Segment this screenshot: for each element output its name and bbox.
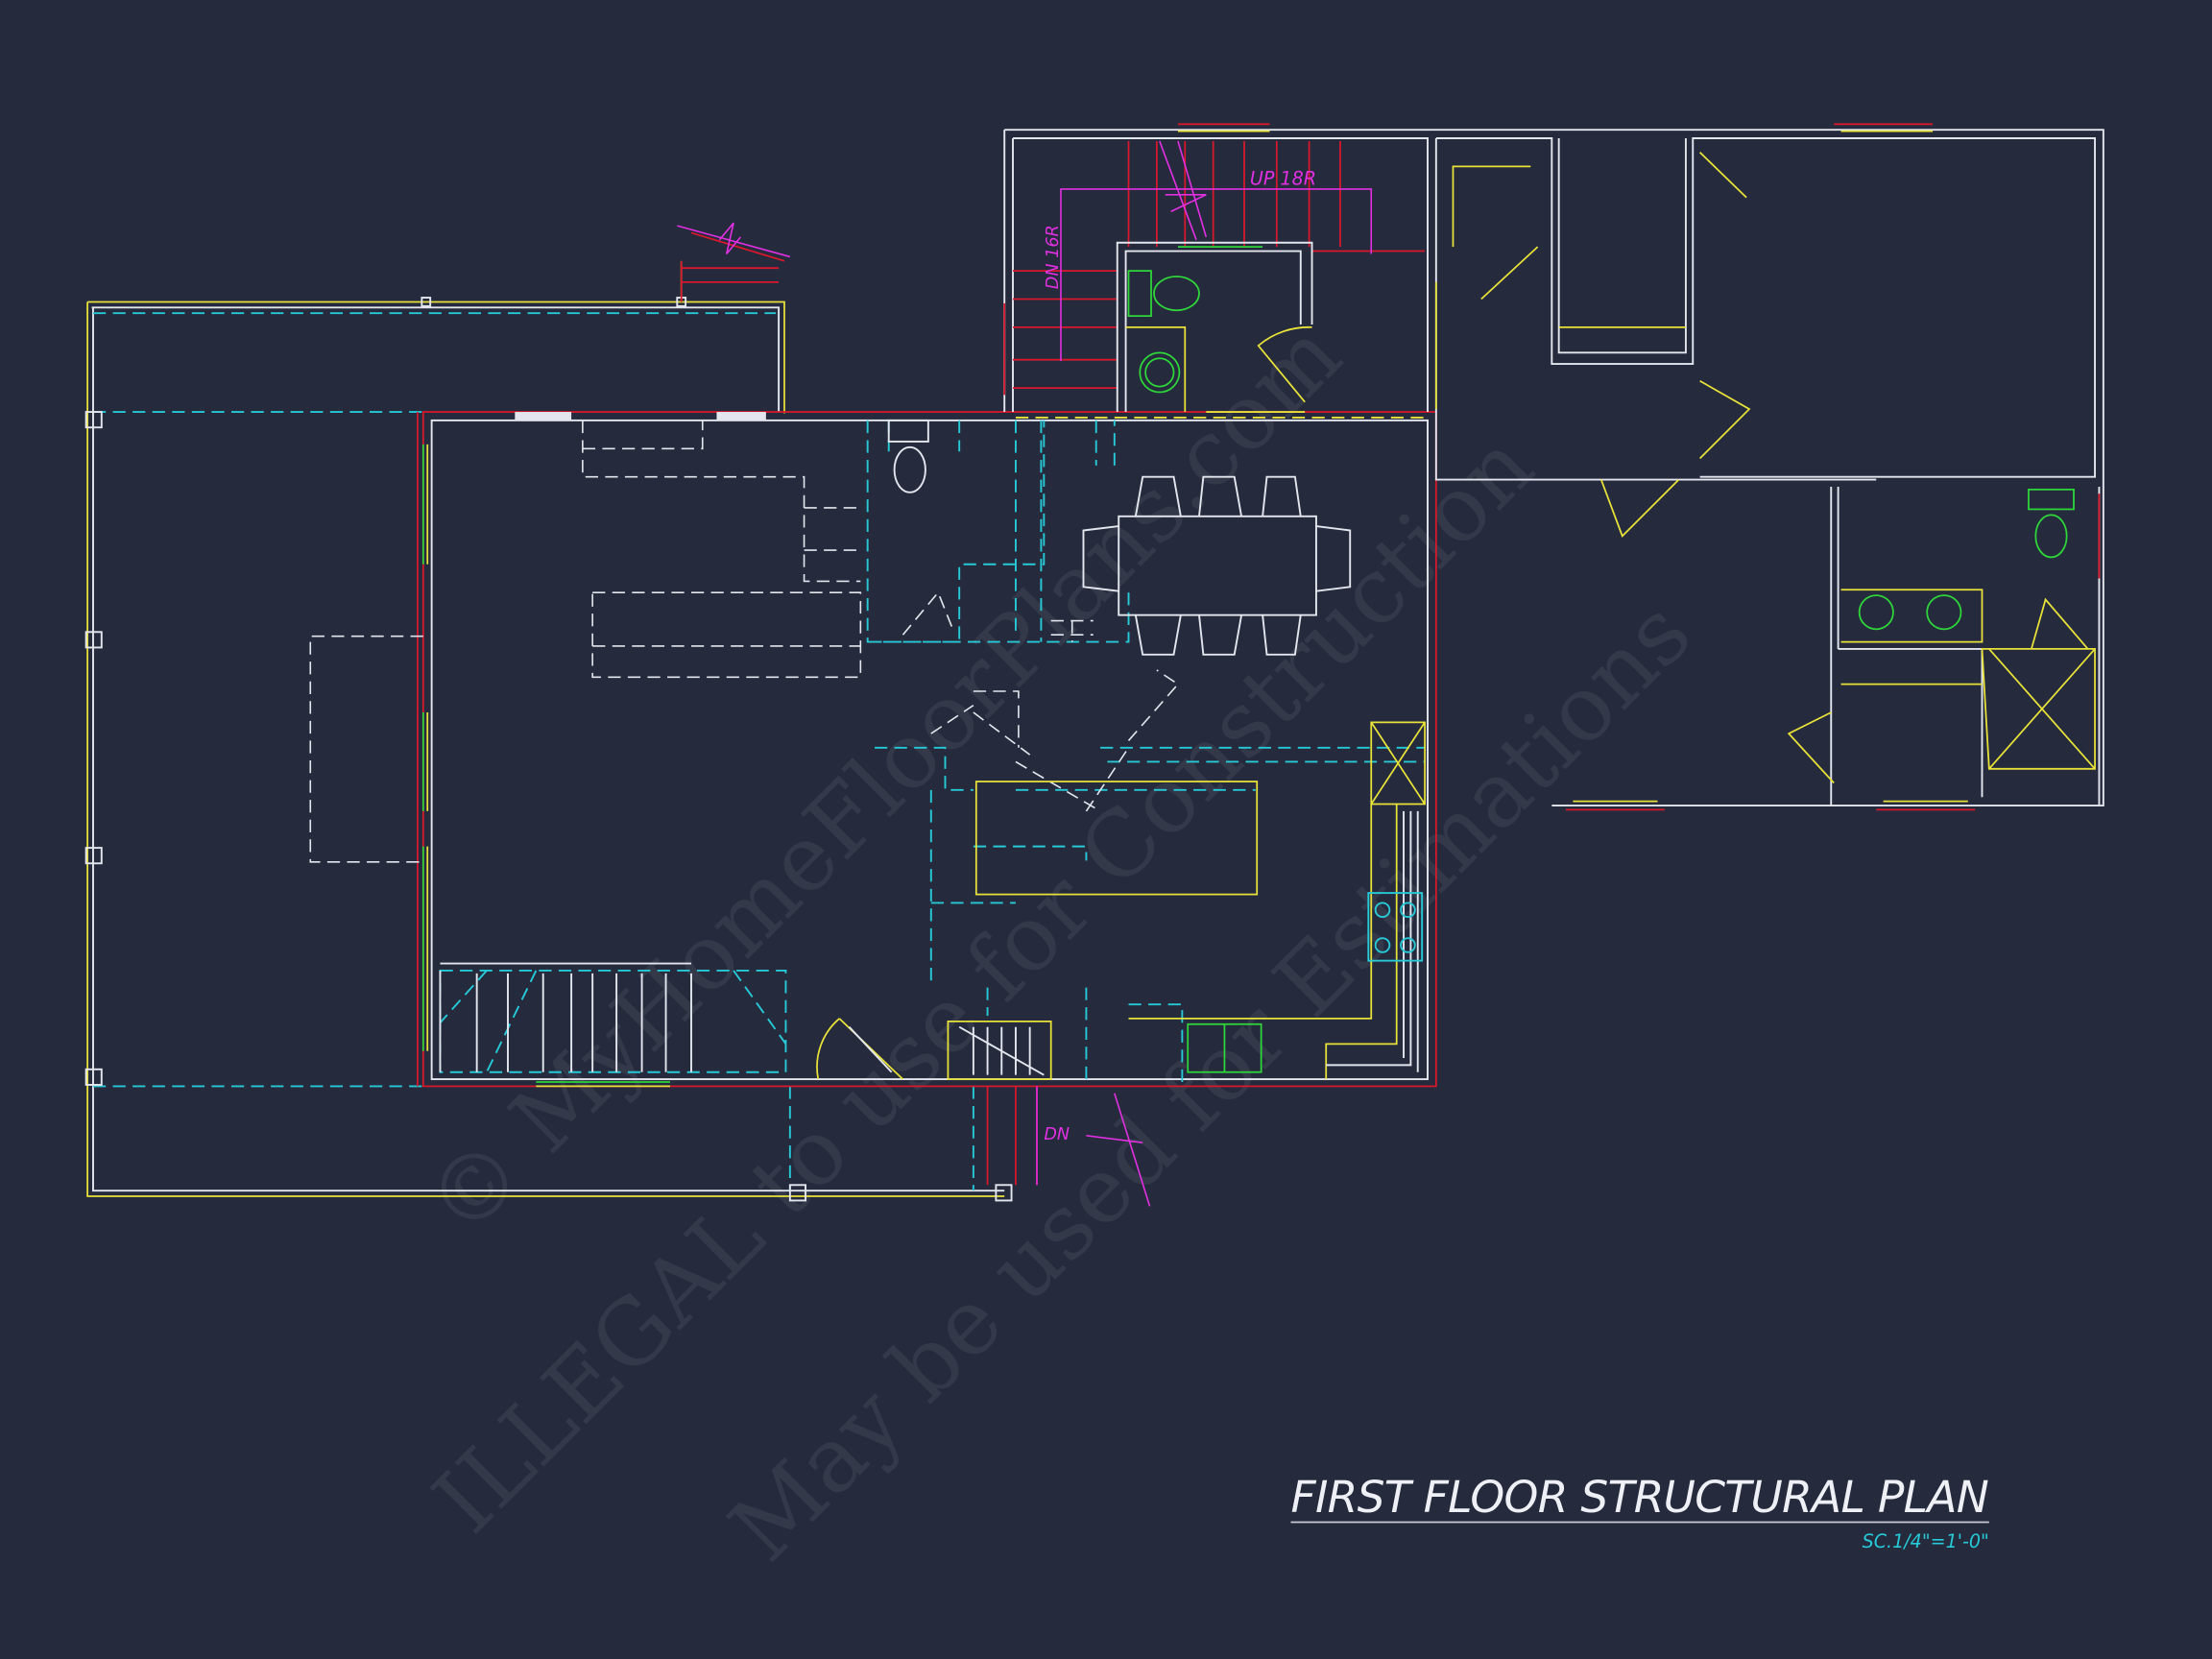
kitchen-island xyxy=(974,781,1259,896)
drawing-title: FIRST FLOOR STRUCTURAL PLAN xyxy=(1290,1472,1988,1523)
stair-label-dn: DN xyxy=(1044,1125,1070,1144)
title-block: FIRST FLOOR STRUCTURAL PLAN SC.1/4"=1'-0… xyxy=(1290,1472,1989,1552)
drawing-scale: SC.1/4"=1'-0" xyxy=(1863,1530,1989,1552)
porch xyxy=(84,222,1013,1202)
stair-label-dn-16r: DN 16R xyxy=(1044,225,1063,289)
stair-label-up: UP 18R xyxy=(1250,167,1316,189)
main-house: DN xyxy=(309,411,1437,1207)
garage-wing: UP 18R DN 16R xyxy=(1003,123,2104,811)
watermark-line-2: ILLEGAL to use for Construction xyxy=(414,414,1553,1553)
dining-table xyxy=(1082,475,1352,656)
cooktop xyxy=(1367,892,1424,962)
watermark: © MyHomeFloorPlans.com ILLEGAL to use fo… xyxy=(407,302,1711,1581)
